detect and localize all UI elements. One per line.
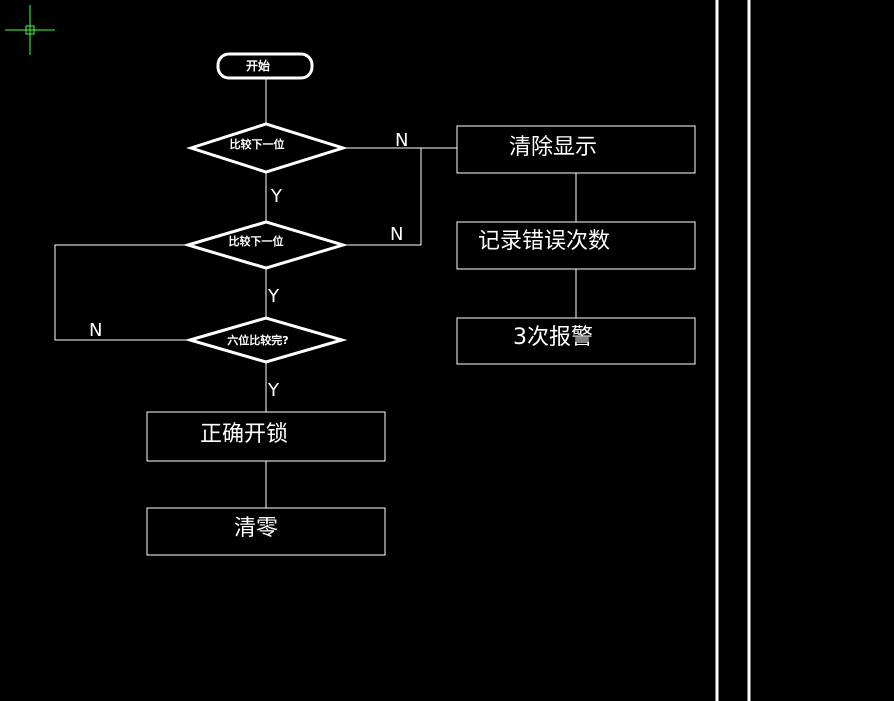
decision-compare-1-label: 比较下一位 — [230, 137, 285, 151]
branch-label-n3: N — [89, 320, 102, 341]
process-alarm — [456, 317, 696, 365]
start-label: 开始 — [246, 58, 270, 73]
decision-six-digits-label: 六位比较完? — [227, 333, 288, 347]
decision-compare-2 — [182, 220, 349, 270]
branch-label-y1: Y — [270, 186, 283, 207]
process-clear-display — [456, 125, 696, 174]
branch-label-n2: N — [390, 224, 403, 245]
decision-compare-1 — [186, 122, 349, 174]
process-unlock — [146, 411, 386, 462]
process-alarm-label: 3次报警 — [513, 325, 593, 350]
connectors — [54, 78, 577, 508]
process-record-errors-label: 记录错误次数 — [478, 229, 610, 254]
branch-label-n1: N — [395, 130, 408, 151]
process-clear-display-label: 清除显示 — [509, 135, 597, 160]
process-reset-label: 清零 — [234, 516, 278, 541]
connector-cmp3-loop — [54, 244, 190, 341]
decision-compare-2-label: 比较下一位 — [229, 234, 284, 248]
start-terminal — [216, 52, 314, 80]
process-unlock-label: 正确开锁 — [200, 422, 288, 447]
decision-six-digits — [184, 316, 348, 364]
branch-label-y2: Y — [267, 286, 280, 307]
crosshair-cursor-icon — [5, 5, 55, 55]
process-reset — [146, 507, 386, 556]
process-record-errors — [456, 221, 696, 270]
connector-cmp2-clear — [343, 148, 422, 246]
branch-label-y3: Y — [267, 380, 280, 401]
